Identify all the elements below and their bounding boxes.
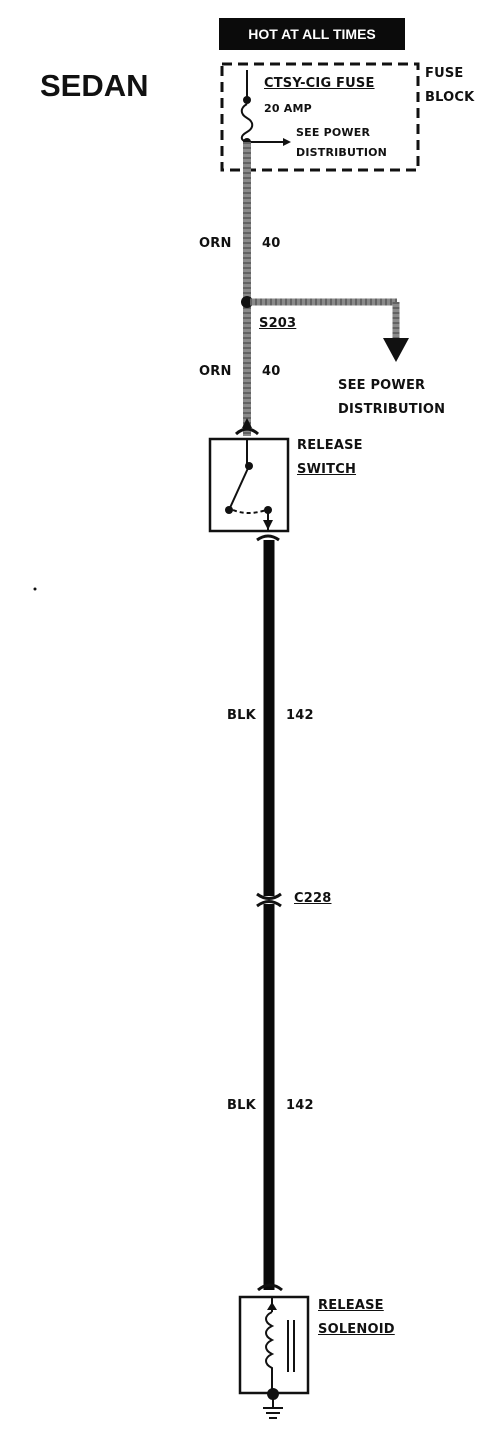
wire-circuit-142-upper: 142 bbox=[286, 708, 314, 723]
fuse-block-label-line1: FUSE bbox=[425, 66, 464, 81]
fuse-block-label-line2: BLOCK bbox=[425, 90, 475, 105]
splice-s203-branch bbox=[241, 296, 409, 362]
fuse-power-ref-line2: DISTRIBUTION bbox=[296, 146, 388, 159]
wire-circuit-40-upper: 40 bbox=[262, 236, 281, 251]
ground-icon bbox=[263, 1388, 283, 1419]
wire-color-blk-lower: BLK bbox=[227, 1098, 256, 1113]
fuse-power-ref-line1: SEE POWER bbox=[296, 126, 371, 139]
switch-label-line2: SWITCH bbox=[297, 462, 357, 477]
connector-id: C228 bbox=[294, 891, 332, 906]
switch-top-connector bbox=[234, 427, 260, 436]
switch-contacts bbox=[225, 439, 273, 531]
fuse-rating: 20 AMP bbox=[264, 102, 312, 115]
solenoid-label-line1: RELEASE bbox=[318, 1298, 384, 1313]
solenoid-label-line2: SOLENOID bbox=[318, 1322, 395, 1337]
wire-circuit-142-lower: 142 bbox=[286, 1098, 314, 1113]
wire-color-blk-upper: BLK bbox=[227, 708, 256, 723]
wire-color-orn-lower: ORN bbox=[199, 364, 232, 379]
fuse-block-outline bbox=[220, 62, 420, 172]
release-switch-box bbox=[208, 437, 290, 533]
wire-color-orn-upper: ORN bbox=[199, 236, 232, 251]
model-title: SEDAN bbox=[40, 68, 149, 103]
solenoid-coil-icon bbox=[265, 1297, 295, 1393]
splice-ref-line2: DISTRIBUTION bbox=[338, 402, 446, 417]
splice-ref-line1: SEE POWER bbox=[338, 378, 426, 393]
switch-label-line1: RELEASE bbox=[297, 438, 363, 453]
connector-c228 bbox=[256, 892, 282, 908]
release-solenoid-box bbox=[238, 1295, 310, 1395]
splice-id: S203 bbox=[259, 316, 297, 331]
solenoid-top-connector bbox=[257, 1283, 283, 1292]
fuse-name: CTSY-CIG FUSE bbox=[264, 76, 375, 91]
hot-at-all-times-label: HOT AT ALL TIMES bbox=[219, 18, 405, 50]
switch-bottom-connector bbox=[256, 534, 280, 542]
wire-circuit-40-lower: 40 bbox=[262, 364, 281, 379]
